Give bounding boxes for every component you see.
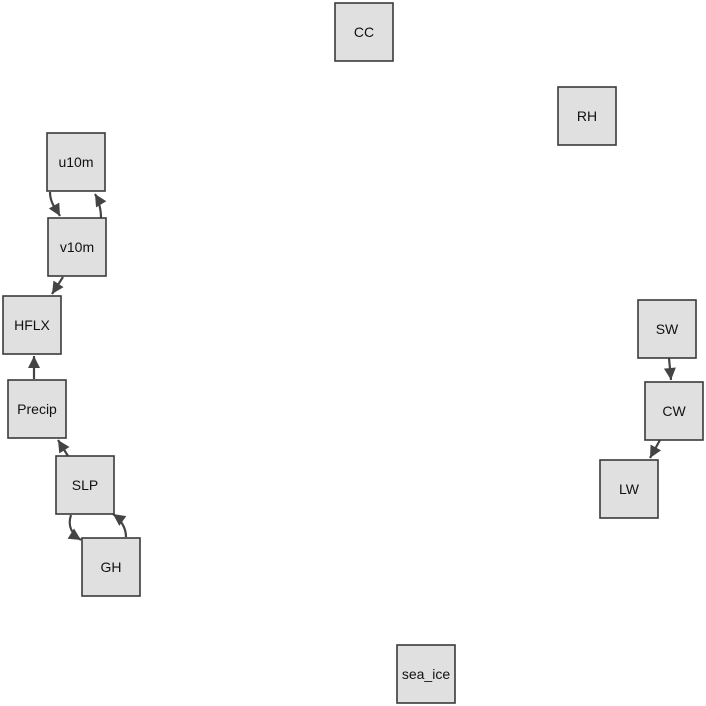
edge-v10m-to-HFLX xyxy=(51,276,64,295)
node-sw[interactable]: SW xyxy=(637,299,697,359)
arrowhead-icon xyxy=(28,356,40,368)
node-lw[interactable]: LW xyxy=(599,459,659,519)
arrowhead-icon xyxy=(52,280,64,294)
node-box[interactable] xyxy=(7,379,67,439)
node-box[interactable] xyxy=(55,455,115,515)
node-box[interactable] xyxy=(557,86,617,146)
arrowhead-icon xyxy=(67,528,81,540)
node-label: CW xyxy=(662,403,686,419)
node-v10m[interactable]: v10m xyxy=(47,217,107,277)
node-label: SW xyxy=(656,321,679,337)
node-precip[interactable]: Precip xyxy=(7,379,67,439)
arrowhead-icon xyxy=(650,444,662,458)
node-box[interactable] xyxy=(637,299,697,359)
node-label: GH xyxy=(101,559,122,575)
node-label: CC xyxy=(354,24,374,40)
node-label: HFLX xyxy=(14,317,50,333)
arrowhead-icon xyxy=(58,440,70,454)
node-cw[interactable]: CW xyxy=(644,381,704,441)
node-label: LW xyxy=(619,481,640,497)
edge-GH-to-SLP xyxy=(112,513,128,538)
node-box[interactable] xyxy=(599,459,659,519)
node-label: sea_ice xyxy=(402,666,450,682)
node-box[interactable] xyxy=(2,295,62,355)
node-box[interactable] xyxy=(396,644,456,704)
edge-Precip-to-HFLX xyxy=(28,356,40,379)
edge-u10m-to-v10m xyxy=(48,191,61,217)
edge-SW-to-CW xyxy=(663,357,676,381)
node-sea-ice[interactable]: sea_ice xyxy=(396,644,456,704)
node-box[interactable] xyxy=(47,217,107,277)
edge-v10m-to-u10m xyxy=(94,193,107,219)
arrowhead-icon xyxy=(48,202,60,216)
node-u10m[interactable]: u10m xyxy=(46,132,106,192)
node-box[interactable] xyxy=(81,537,141,597)
node-hflx[interactable]: HFLX xyxy=(2,295,62,355)
arrowhead-icon xyxy=(95,194,107,208)
node-box[interactable] xyxy=(46,132,106,192)
edge-SLP-to-GH xyxy=(67,514,82,541)
edge-SLP-to-Precip xyxy=(57,439,70,457)
node-label: v10m xyxy=(60,239,94,255)
node-label: u10m xyxy=(58,154,93,170)
node-rh[interactable]: RH xyxy=(557,86,617,146)
node-box[interactable] xyxy=(644,381,704,441)
node-label: RH xyxy=(577,108,597,124)
node-cc[interactable]: CC xyxy=(334,2,394,62)
arrowhead-icon xyxy=(663,367,676,380)
node-box[interactable] xyxy=(334,2,394,62)
arrowhead-icon xyxy=(113,514,127,526)
node-label: Precip xyxy=(17,401,57,417)
node-gh[interactable]: GH xyxy=(81,537,141,597)
node-label: SLP xyxy=(72,477,98,493)
edges-layer xyxy=(28,191,676,541)
edge-CW-to-LW xyxy=(649,439,662,459)
node-slp[interactable]: SLP xyxy=(55,455,115,515)
